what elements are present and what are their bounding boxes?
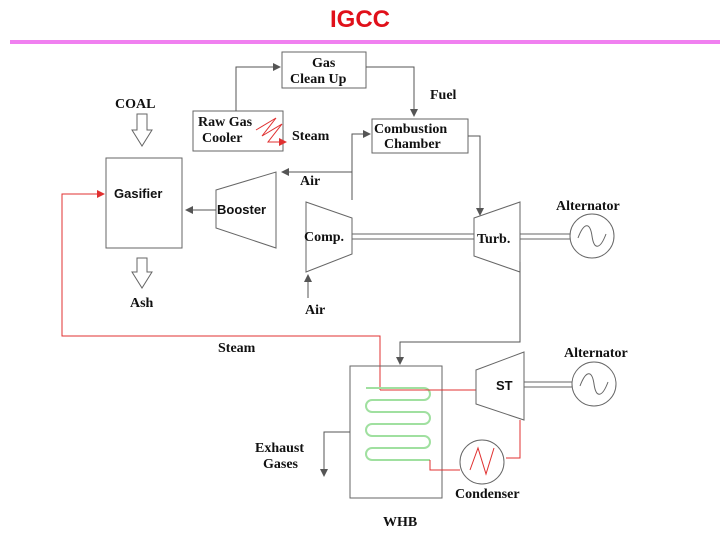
combustion-chamber-label-1: Combustion	[374, 122, 447, 137]
ash-label: Ash	[130, 296, 154, 311]
raw-gas-cooler-label-1: Raw Gas	[198, 115, 253, 130]
line-air-to-combustor	[351, 130, 371, 200]
steam-line-st-to-condenser	[506, 420, 521, 459]
line-turb-to-whb	[396, 262, 521, 365]
coal-label: COAL	[115, 97, 155, 112]
raw-gas-cooler-label-2: Cooler	[202, 131, 242, 146]
gasifier-box	[105, 157, 183, 249]
gas-clean-up-label-1: Gas	[312, 56, 336, 71]
steam-top-label: Steam	[292, 129, 330, 144]
booster-shape	[215, 171, 277, 249]
title-underline	[10, 40, 720, 44]
combustion-chamber-label-2: Chamber	[384, 137, 441, 152]
comp-label: Comp.	[304, 230, 344, 245]
air-bottom-label: Air	[305, 303, 325, 318]
condenser-label: Condenser	[455, 487, 520, 502]
alternator-top-sine	[577, 225, 607, 247]
line-fuel	[366, 66, 418, 117]
line-combustor-to-turb	[468, 135, 484, 216]
alternator-bottom-icon	[571, 361, 617, 407]
cooler-coil-icon	[255, 117, 287, 146]
turb-label: Turb.	[477, 232, 510, 247]
line-exhaust-gases	[320, 431, 350, 477]
exhaust-label-1: Exhaust	[255, 441, 304, 456]
ash-arrow	[131, 257, 153, 289]
raw-gas-cooler-box	[192, 110, 284, 152]
gas-clean-up-box	[281, 51, 367, 89]
steam-line-to-gasifier	[61, 190, 381, 390]
whb-coil	[365, 387, 431, 461]
alternator-bottom-sine	[579, 373, 609, 395]
booster-label: Booster	[217, 202, 266, 217]
st-label: ST	[496, 378, 513, 393]
alternator-top-icon	[569, 213, 615, 259]
gas-clean-up-label-2: Clean Up	[290, 72, 347, 87]
whb-box	[349, 365, 443, 499]
condenser-icon	[459, 439, 505, 485]
alternator-bottom-label: Alternator	[564, 346, 628, 361]
condenser-coil-icon	[469, 446, 495, 476]
exhaust-label-2: Gases	[263, 457, 299, 472]
page-title: IGCC	[330, 6, 390, 33]
gasifier-label: Gasifier	[114, 186, 162, 201]
alternator-top-label: Alternator	[556, 199, 620, 214]
steam-bottom-label: Steam	[218, 341, 256, 356]
st-shape	[475, 351, 525, 421]
coal-arrow	[131, 113, 153, 147]
compressor-shape	[305, 201, 353, 273]
line-cooler-to-cleanup	[235, 63, 281, 111]
fuel-label: Fuel	[430, 88, 457, 103]
steam-line-condenser-to-whb	[429, 460, 460, 471]
whb-label: WHB	[383, 515, 417, 530]
air-top-label: Air	[300, 174, 320, 189]
